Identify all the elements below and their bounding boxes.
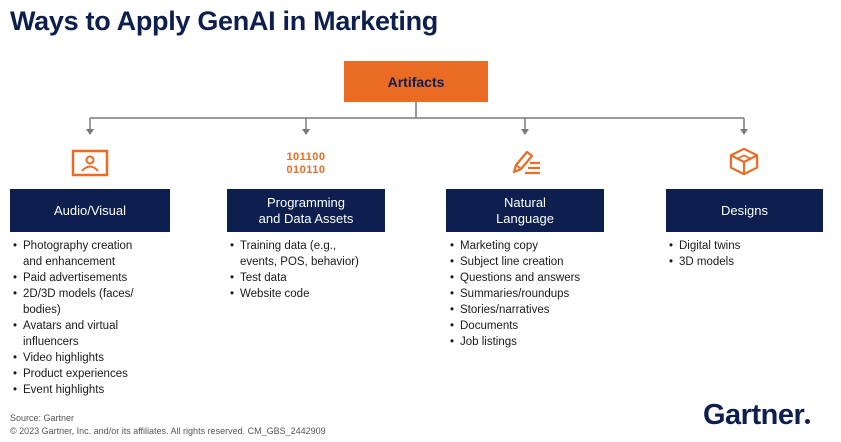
list-item: bodies)	[23, 304, 61, 316]
svg-text:101100: 101100	[286, 151, 325, 163]
natural-language-label-line1: Natural	[504, 194, 546, 210]
list-item: events, POS, behavior)	[240, 256, 359, 268]
arrowhead-natural-language	[521, 129, 529, 135]
designs-label: Designs	[721, 202, 768, 218]
list-item: Event highlights	[13, 382, 134, 398]
natural-language-label: Natural Language	[496, 195, 554, 227]
list-item: Product experiences	[13, 366, 134, 382]
svg-text:010110: 010110	[286, 164, 325, 176]
designs-list: Digital twins3D models	[669, 238, 740, 270]
page-title: Ways to Apply GenAI in Marketing	[10, 6, 438, 36]
binary-code-icon: 101100 010110	[286, 151, 325, 176]
list-item: Questions and answers	[450, 270, 580, 286]
programming-label-line1: Programming	[266, 194, 345, 210]
list-item: Website code	[230, 286, 359, 302]
programming-box: Programming and Data Assets	[227, 189, 385, 232]
artifacts-label: Artifacts	[387, 73, 445, 90]
logo-text: Gartner	[703, 399, 805, 431]
list-item: Job listings	[450, 334, 580, 350]
artifacts-box: Artifacts	[344, 61, 488, 102]
source-note: Source: Gartner	[10, 413, 75, 423]
gartner-logo: Gartner	[703, 399, 811, 432]
programming-label: Programming and Data Assets	[259, 195, 354, 227]
pencil-text-icon	[512, 150, 540, 175]
list-item: Video highlights	[13, 350, 134, 366]
list-item: Test data	[230, 270, 359, 286]
designs-box: Designs	[666, 189, 823, 232]
list-item: Summaries/roundups	[450, 286, 580, 302]
list-item: Subject line creation	[450, 254, 580, 270]
connector-lines	[86, 102, 748, 135]
list-item: Training data (e.g.,	[230, 238, 359, 254]
list-item: and enhancement	[23, 256, 116, 268]
audio-visual-list: Photography creation and enhancementPaid …	[13, 238, 134, 398]
programming-label-line2: and Data Assets	[258, 210, 354, 226]
list-item: Stories/narratives	[450, 302, 580, 318]
list-item: Digital twins	[669, 238, 740, 254]
logo-dot	[805, 419, 811, 424]
natural-language-box: Natural Language	[446, 189, 604, 232]
list-item: Paid advertisements	[13, 270, 134, 286]
list-item: influencers	[23, 336, 79, 348]
list-item: Marketing copy	[450, 238, 580, 254]
audio-visual-label: Audio/Visual	[53, 202, 127, 218]
arrowhead-designs	[740, 129, 748, 135]
picture-frame-icon	[71, 149, 109, 177]
list-item: Photography creation	[13, 238, 134, 254]
arrowhead-audio-visual	[86, 129, 94, 135]
cube-icon	[729, 147, 759, 176]
natural-language-label-line2: Language	[496, 210, 554, 226]
natural-language-list: Marketing copySubject line creationQuest…	[450, 238, 580, 350]
programming-list: Training data (e.g., events, POS, behavio…	[230, 238, 359, 302]
list-item: 2D/3D models (faces/	[13, 286, 134, 302]
list-item: Avatars and virtual	[13, 318, 134, 334]
audio-visual-box: Audio/Visual	[10, 189, 170, 232]
list-item: Documents	[450, 318, 580, 334]
arrowhead-programming	[302, 129, 310, 135]
list-item: 3D models	[669, 254, 740, 270]
copyright-note: © 2023 Gartner, Inc. and/or its affiliat…	[10, 426, 326, 436]
